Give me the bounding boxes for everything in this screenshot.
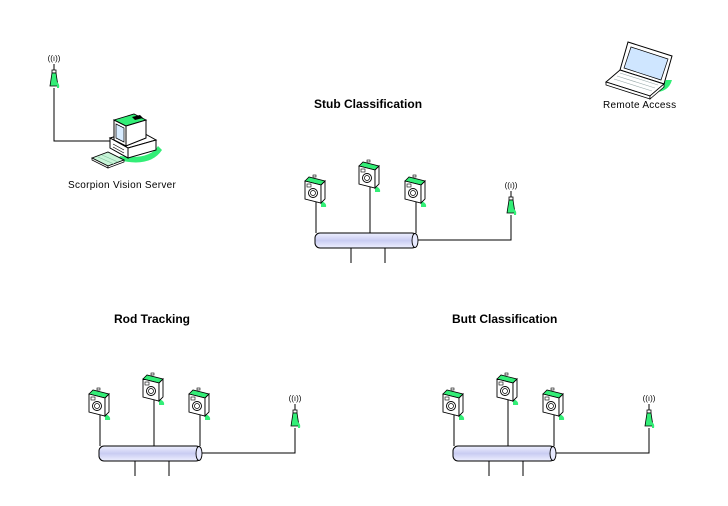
station-butt (442, 372, 657, 476)
station-stub (304, 159, 519, 263)
stations-layer (88, 159, 657, 476)
remote-laptop-icon (604, 41, 673, 100)
station-title-stub: Stub Classification (314, 97, 423, 111)
station-title-rod: Rod Tracking (114, 312, 191, 326)
bus-end-cap (411, 233, 419, 248)
remote-access-label: Remote Access (603, 100, 677, 111)
network-bus (314, 232, 418, 249)
antenna-icon (504, 180, 519, 216)
network-bus (452, 445, 556, 462)
antenna-link (418, 215, 512, 241)
server-computer-icon (90, 113, 162, 169)
antenna-link (556, 428, 650, 454)
antenna-icon (642, 393, 657, 429)
bus-end-cap (195, 446, 203, 461)
server-antenna-link (53, 88, 112, 142)
station-rod (88, 372, 303, 476)
server-group (47, 53, 162, 169)
server-label: Scorpion Vision Server (68, 180, 177, 191)
network-bus (98, 445, 202, 462)
bus-end-cap (549, 446, 557, 461)
antenna-link (202, 428, 296, 454)
antenna-icon (288, 393, 303, 429)
station-title-butt: Butt Classification (452, 312, 558, 326)
antenna-icon (47, 53, 62, 89)
